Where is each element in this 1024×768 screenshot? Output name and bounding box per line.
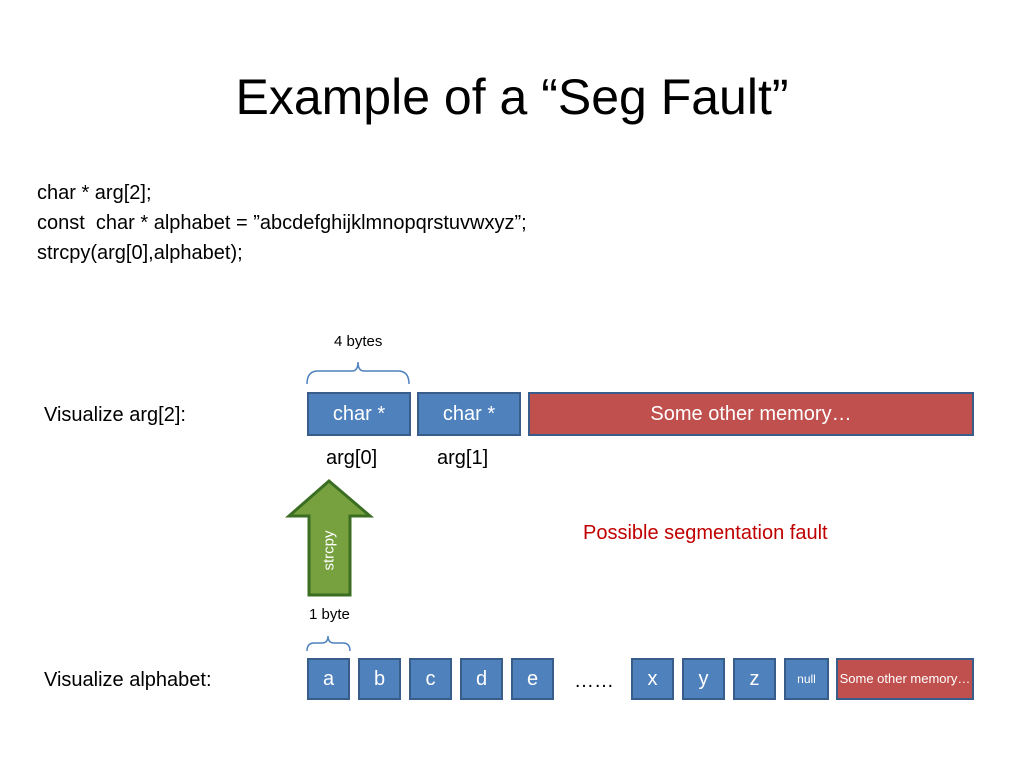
- alphabet-cell-x: x: [631, 658, 674, 700]
- code-line-1: char * arg[2];: [37, 182, 152, 204]
- four-bytes-label: 4 bytes: [334, 333, 383, 350]
- visualize-alphabet-label: Visualize alphabet:: [44, 669, 212, 691]
- strcpy-label-text: strcpy: [320, 529, 338, 571]
- alphabet-cell-z: z: [733, 658, 776, 700]
- alphabet-other-memory-block: Some other memory…: [836, 658, 974, 700]
- code-line-3: strcpy(arg[0],alphabet);: [37, 242, 243, 264]
- strcpy-arrow: [285, 479, 375, 597]
- four-bytes-brace: [306, 361, 410, 385]
- alphabet-cell-c: c: [409, 658, 452, 700]
- arg-other-memory-block: Some other memory…: [528, 392, 974, 436]
- alphabet-null-cell: null: [784, 658, 829, 700]
- arg1-cell: char *: [417, 392, 521, 436]
- visualize-arg-label: Visualize arg[2]:: [44, 404, 186, 426]
- alphabet-cell-b: b: [358, 658, 401, 700]
- code-line-2: const char * alphabet = ”abcdefghijklmno…: [37, 212, 527, 234]
- one-byte-brace: [306, 635, 351, 652]
- alphabet-cell-a: a: [307, 658, 350, 700]
- alphabet-cell-e: e: [511, 658, 554, 700]
- segfault-note: Possible segmentation fault: [583, 522, 828, 544]
- alphabet-ellipsis: ……: [574, 670, 614, 692]
- arg0-index-label: arg[0]: [326, 447, 378, 469]
- arg1-index-label: arg[1]: [437, 447, 489, 469]
- one-byte-label: 1 byte: [309, 606, 350, 623]
- alphabet-cell-y: y: [682, 658, 725, 700]
- strcpy-arrow-label: strcpy: [304, 525, 354, 575]
- arg0-cell: char *: [307, 392, 411, 436]
- slide-title: Example of a “Seg Fault”: [235, 69, 789, 125]
- alphabet-cell-d: d: [460, 658, 503, 700]
